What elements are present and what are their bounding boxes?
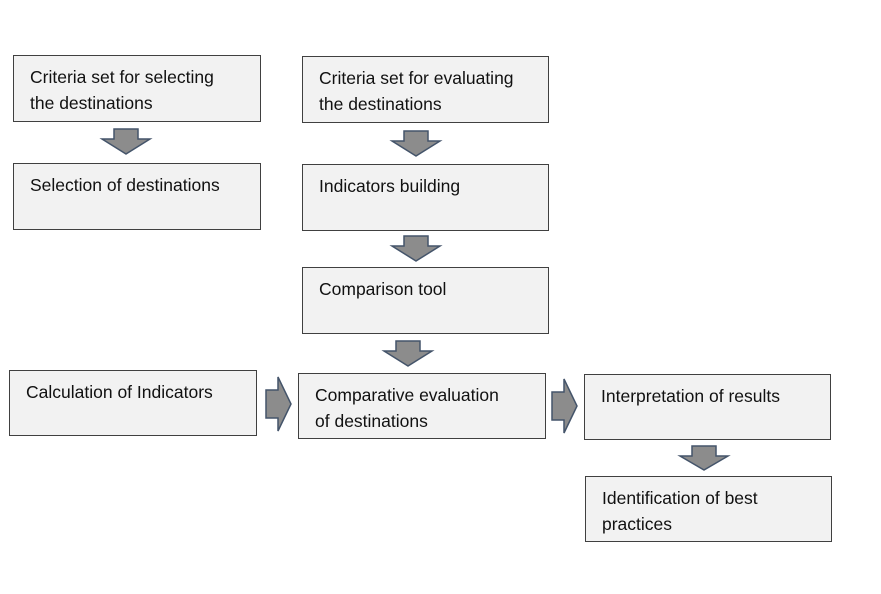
box-indicators-building-label: Indicators building: [319, 176, 461, 196]
box-criteria-evaluating: Criteria set for evaluating the destinat…: [302, 56, 549, 123]
box-indicators-building: Indicators building: [302, 164, 549, 231]
box-identification-best: Identification of best practices: [585, 476, 832, 542]
arrow-down-interpretation: [677, 445, 731, 471]
box-calculation-indicators: Calculation of Indicators: [9, 370, 257, 436]
arrow-down-evaluating: [389, 130, 443, 157]
box-comparative-evaluation: Comparative evaluation of destinations: [298, 373, 546, 439]
box-criteria-selecting-label: Criteria set for selecting the destinati…: [30, 67, 214, 113]
box-criteria-selecting: Criteria set for selecting the destinati…: [13, 55, 261, 122]
box-comparative-evaluation-label: Comparative evaluation of destinations: [315, 385, 499, 431]
box-selection-destinations-label: Selection of destinations: [30, 175, 220, 195]
arrow-right-calculation: [265, 376, 292, 432]
arrow-down-selecting: [99, 128, 153, 155]
arrow-down-indicators: [389, 235, 443, 262]
arrow-down-comparison: [381, 340, 435, 367]
box-criteria-evaluating-label: Criteria set for evaluating the destinat…: [319, 68, 514, 114]
box-identification-best-label: Identification of best practices: [602, 488, 758, 534]
box-selection-destinations: Selection of destinations: [13, 163, 261, 230]
box-calculation-indicators-label: Calculation of Indicators: [26, 382, 213, 402]
box-interpretation-results: Interpretation of results: [584, 374, 831, 440]
arrow-right-comparative: [551, 378, 578, 434]
box-comparison-tool-label: Comparison tool: [319, 279, 447, 299]
box-comparison-tool: Comparison tool: [302, 267, 549, 334]
box-interpretation-results-label: Interpretation of results: [601, 386, 780, 406]
